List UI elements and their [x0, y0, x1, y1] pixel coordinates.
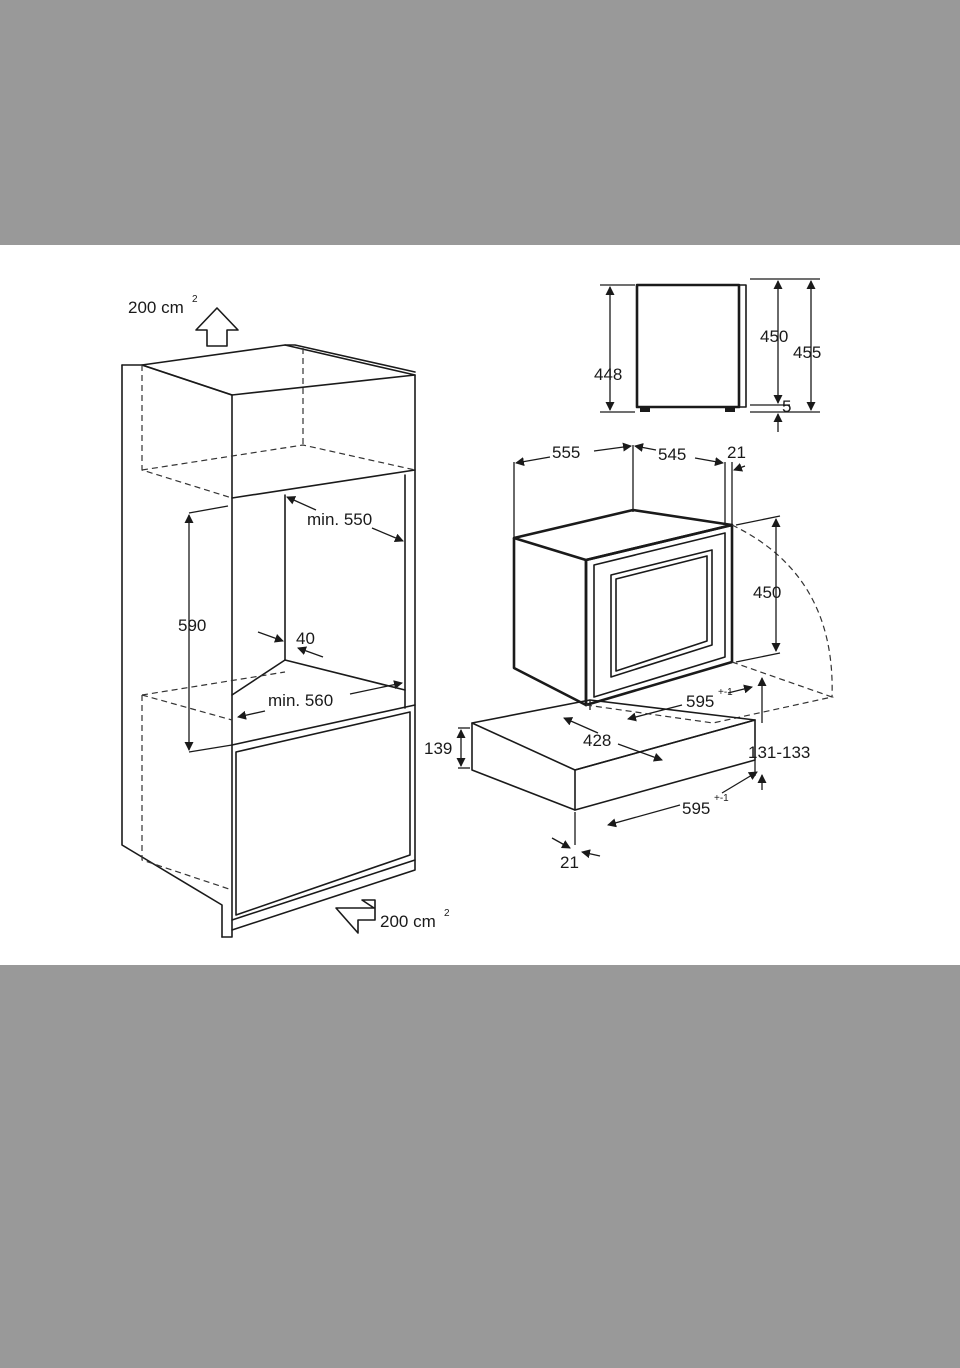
diagram-panel [0, 245, 960, 965]
vent-in-arrow-icon [335, 899, 376, 934]
vent-bottom-label-sup: 2 [444, 908, 450, 919]
tall-cabinet: 200 cm 2 590 [121, 294, 450, 938]
depth-21-bottom-label: 21 [560, 853, 579, 872]
height-450-label: 450 [753, 583, 781, 602]
depth-40-label: 40 [296, 629, 315, 648]
vent-bottom-label: 200 cm [380, 912, 436, 931]
height-139-label: 139 [424, 739, 452, 758]
min-560-label: min. 560 [268, 691, 333, 710]
width-595-top-label: 595 [686, 692, 714, 711]
height-590-label: 590 [178, 616, 206, 635]
depth-21-top-label: 21 [727, 443, 746, 462]
depth-545-label: 545 [658, 445, 686, 464]
range-131-133-label: 131-133 [748, 743, 810, 762]
width-595-bottom-sup: +-1 [714, 793, 729, 804]
side-455-label: 455 [793, 343, 821, 362]
width-595-top-sup: +-1 [718, 687, 733, 698]
side-450-label: 450 [760, 327, 788, 346]
vent-top-label: 200 cm [128, 298, 184, 317]
side-448-label: 448 [594, 365, 622, 384]
depth-555-label: 555 [552, 443, 580, 462]
vent-up-arrow-icon [195, 307, 239, 347]
vent-top-label-sup: 2 [192, 294, 198, 305]
side-5-label: 5 [782, 397, 791, 416]
oven-iso-view: 555 545 21 450 595 +-1 131-133 [424, 442, 835, 872]
side-view: 448 450 455 5 [594, 278, 821, 432]
min-550-label: min. 550 [307, 510, 372, 529]
width-595-bottom-label: 595 [682, 799, 710, 818]
width-428-label: 428 [583, 731, 611, 750]
